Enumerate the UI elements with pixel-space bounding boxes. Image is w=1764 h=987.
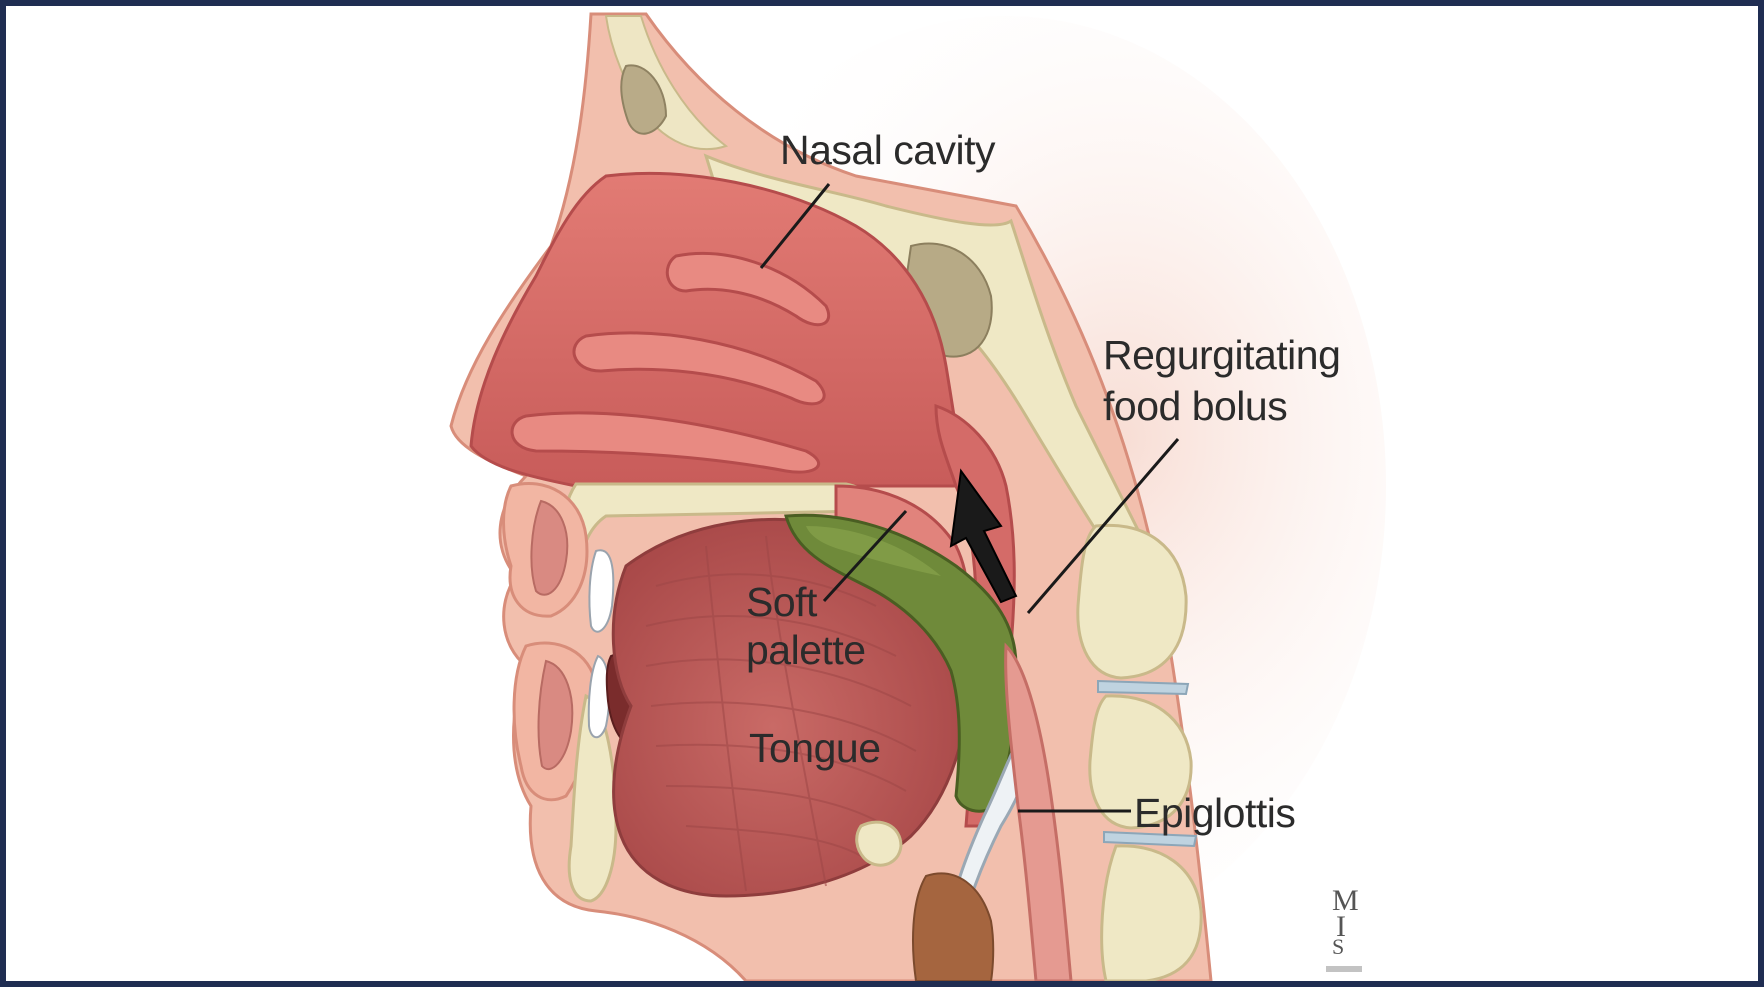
label-epiglottis: Epiglottis <box>1134 789 1295 837</box>
illustrator-signature-mark: M I S <box>1326 886 1366 976</box>
label-regurgitating-line1: Regurgitating <box>1103 331 1340 379</box>
label-nasal-cavity: Nasal cavity <box>780 126 995 174</box>
label-soft-palate-line1: Soft <box>746 578 817 626</box>
hyoid-bone <box>857 822 901 865</box>
label-tongue: Tongue <box>749 724 881 772</box>
label-regurgitating-line2: food bolus <box>1103 382 1287 430</box>
label-soft-palate-line2: palette <box>746 626 866 674</box>
